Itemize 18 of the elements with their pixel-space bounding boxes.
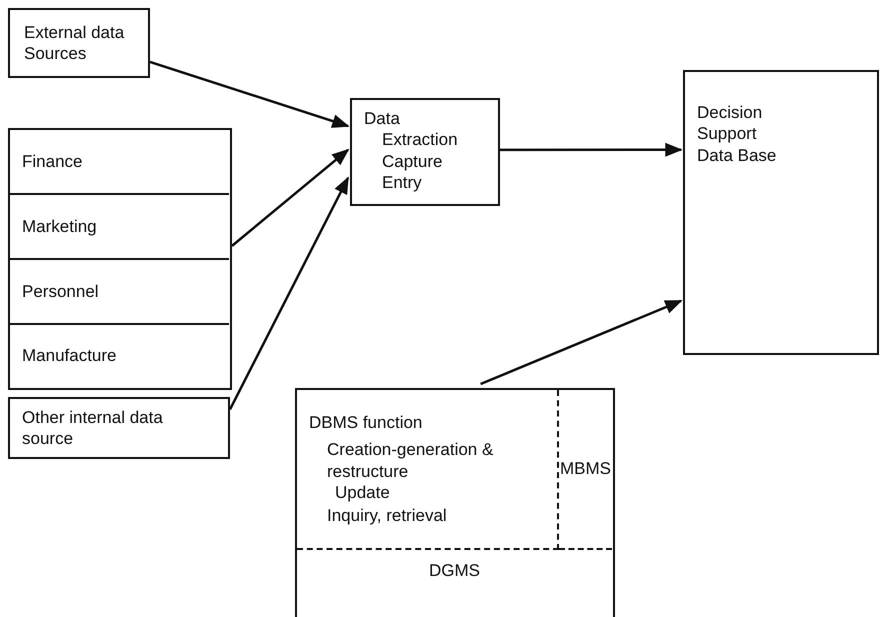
cell-label: Marketing xyxy=(10,195,229,260)
group-box xyxy=(8,128,232,390)
arrow xyxy=(150,60,350,128)
arrow xyxy=(500,142,683,157)
cell-label: DBMS function Creation-generation & restructure Update Inquiry, retrieval xyxy=(297,390,559,550)
cell-label: Finance xyxy=(10,130,229,195)
process-box: Data Extraction Capture Entry xyxy=(350,98,500,206)
arrow xyxy=(231,148,350,247)
process-box: Decision Support Data Base xyxy=(683,70,879,355)
cell-label: Personnel xyxy=(10,260,229,325)
arrow xyxy=(480,300,683,386)
process-box: Other internal data source xyxy=(8,397,230,459)
cell-label: MBMS xyxy=(559,390,612,550)
arrow xyxy=(228,176,350,410)
cell-label: DGMS xyxy=(297,550,612,617)
cell-label: Manufacture xyxy=(10,325,229,387)
group-box xyxy=(295,388,615,617)
process-box: External data Sources xyxy=(8,8,150,78)
